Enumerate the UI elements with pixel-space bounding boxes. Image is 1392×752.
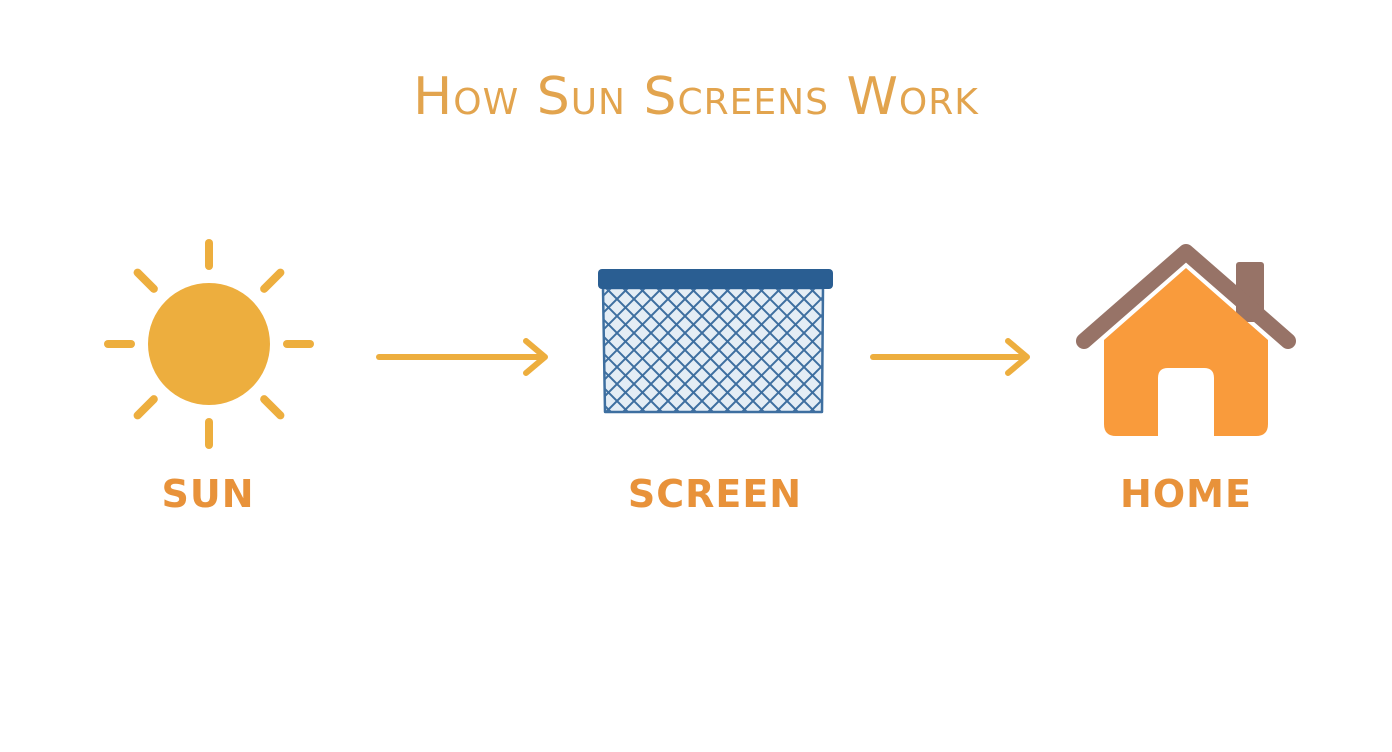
home-node xyxy=(1070,240,1302,440)
screen-node xyxy=(596,266,836,416)
sun-ray xyxy=(260,268,285,293)
mesh-strand xyxy=(603,288,697,412)
sun-ray xyxy=(133,395,158,420)
mesh-strand xyxy=(603,288,663,412)
mesh-strand xyxy=(656,288,782,412)
mesh-strand xyxy=(758,288,823,412)
mesh-strand xyxy=(603,288,646,412)
sun-icon xyxy=(104,239,314,449)
mesh-strand xyxy=(603,288,629,412)
arrow-screen-to-home xyxy=(870,338,1030,376)
mesh-strand xyxy=(603,288,646,412)
mesh-strand xyxy=(690,288,816,412)
mesh-strand xyxy=(775,288,823,412)
mesh-strand xyxy=(603,288,680,412)
home-label: HOME xyxy=(1120,472,1252,516)
sun-ray xyxy=(133,268,158,293)
mesh-strand xyxy=(603,288,629,412)
sun-node xyxy=(98,238,320,452)
mesh-screen-icon xyxy=(598,269,833,414)
mesh-strand xyxy=(775,288,823,412)
mesh-strand xyxy=(639,288,765,412)
mesh-strand xyxy=(603,288,663,412)
mesh-strand xyxy=(622,288,748,412)
mesh-strand xyxy=(792,288,823,412)
house-icon xyxy=(1076,244,1296,436)
mesh-strand xyxy=(603,288,714,412)
sun-ray xyxy=(260,395,285,420)
page-title: How Sun Screens Work xyxy=(413,67,979,127)
sun-label: SUN xyxy=(161,472,255,516)
arrow-sun-to-screen xyxy=(376,338,548,376)
screen-label: SCREEN xyxy=(627,472,803,516)
mesh-strand xyxy=(741,288,823,412)
mesh-strand xyxy=(707,288,823,412)
mesh-strand xyxy=(605,288,731,412)
mesh-strand xyxy=(673,288,799,412)
mesh-strand xyxy=(792,288,823,412)
mesh-strand xyxy=(724,288,823,412)
